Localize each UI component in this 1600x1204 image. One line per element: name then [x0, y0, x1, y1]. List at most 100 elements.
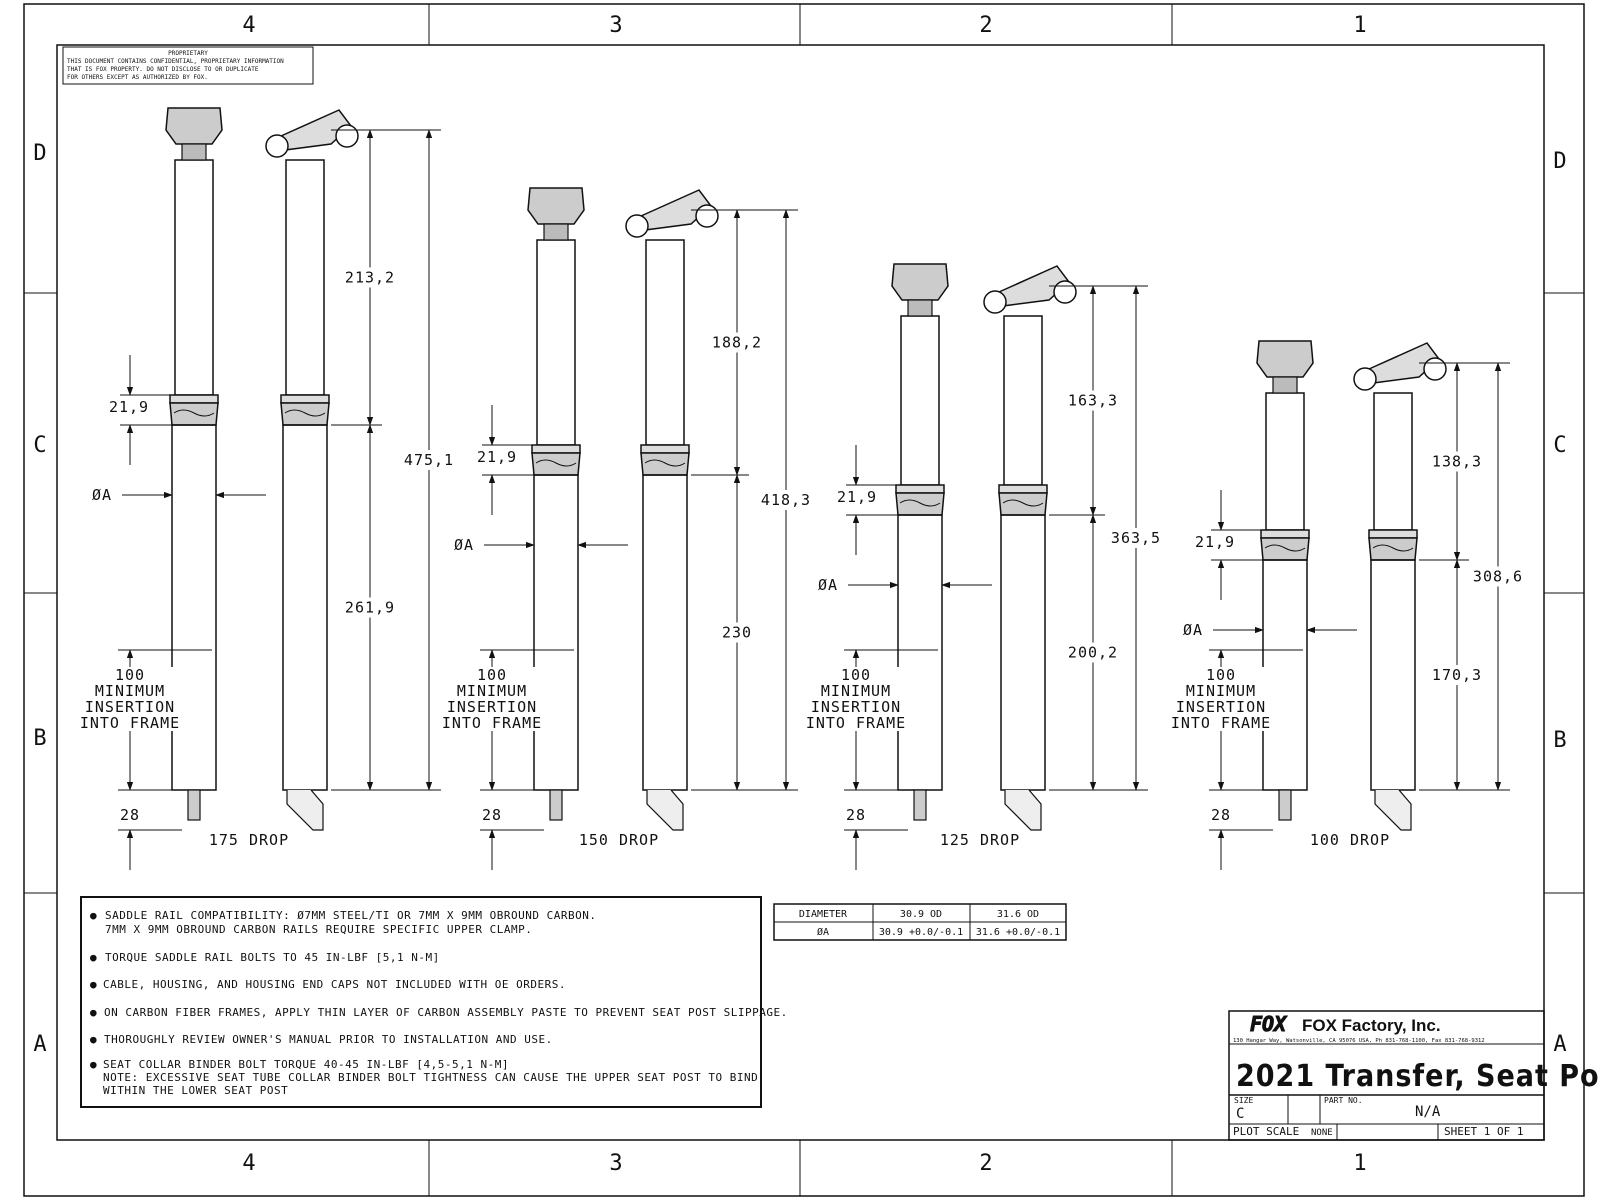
drop-label: 175 DROP: [209, 831, 289, 849]
note-bullet: ●: [90, 951, 97, 964]
dim-label-bg: [342, 597, 398, 618]
dimension-total: 363,5: [1111, 529, 1161, 547]
collar-ring: [895, 484, 945, 494]
collar-knurl: [644, 459, 686, 467]
insertion-label: 100: [115, 666, 145, 684]
insertion-label: MINIMUM: [1186, 682, 1256, 700]
sheet-number: SHEET 1 OF 1: [1444, 1125, 1523, 1138]
zone-col-top: 1: [1353, 13, 1366, 38]
note-line: CABLE, HOUSING, AND HOUSING END CAPS NOT…: [103, 978, 566, 991]
part-number-value: N/A: [1415, 1104, 1441, 1120]
dim-label-bg: [758, 490, 814, 510]
zone-row-right: A: [1553, 1032, 1566, 1057]
dim-label-bg: [1171, 667, 1271, 683]
dimension-bottom: 28: [482, 806, 502, 824]
dim-label-bg: [1171, 715, 1271, 731]
clamp-bolt: [1272, 376, 1298, 394]
insertion-label: 100: [841, 666, 871, 684]
cable-guide: [1374, 789, 1412, 831]
zone-col-top: 4: [242, 13, 255, 38]
note-line: ON CARBON FIBER FRAMES, APPLY THIN LAYER…: [104, 1006, 788, 1019]
lower-tube: [282, 424, 328, 791]
insertion-label: INTO FRAME: [1171, 714, 1271, 732]
table-cell: 31.6 +0.0/-0.1: [976, 927, 1060, 938]
dim-label-bg: [1108, 528, 1164, 548]
note-line: SEAT COLLAR BINDER BOLT TORQUE 40-45 IN-…: [103, 1058, 509, 1071]
seat-collar: [169, 402, 219, 426]
saddle-clamp-head: [527, 187, 585, 225]
seat-collar: [280, 402, 330, 426]
inner-border: [56, 44, 1545, 1141]
dim-label-bg: [80, 699, 180, 715]
dim-label-bg: [442, 667, 542, 683]
clamp-bolt: [543, 223, 569, 241]
dim-label-bg: [1171, 699, 1271, 715]
insertion-label: 100: [477, 666, 507, 684]
insertion-label: INSERTION: [447, 698, 537, 716]
clamp-bolt: [907, 299, 933, 317]
zone-col-bottom: 4: [242, 1151, 255, 1176]
note-line: WITHIN THE LOWER SEAT POST: [103, 1084, 288, 1097]
rail-clamp-bolt-icon: [625, 214, 649, 238]
insertion-label: INTO FRAME: [442, 714, 542, 732]
seatpost-views: 213,2261,9475,121,9ØA100MINIMUMINSERTION…: [80, 107, 1526, 870]
dim-label-bg: [401, 450, 457, 470]
rail-clamp-bolt-icon: [265, 134, 289, 158]
collar-knurl: [284, 409, 326, 417]
dim-label-bg: [806, 683, 906, 699]
drop-label: 150 DROP: [579, 831, 659, 849]
proprietary-line: THAT IS FOX PROPERTY. DO NOT DISCLOSE TO…: [67, 66, 259, 73]
zone-ticks: [24, 4, 1584, 1196]
dimension-collar: 21,9: [109, 398, 149, 416]
dimension-collar: 21,9: [1195, 533, 1235, 551]
dimension-collar: 21,9: [477, 448, 517, 466]
collar-ring: [1368, 529, 1418, 539]
dimension-bottom: 28: [846, 806, 866, 824]
upper-stanchion: [645, 239, 685, 446]
dim-label-bg: [442, 683, 542, 699]
note-line: TORQUE SADDLE RAIL BOLTS TO 45 IN-LBF [5…: [105, 951, 440, 964]
lower-tube: [171, 424, 217, 791]
dimension-upper: 163,3: [1068, 392, 1118, 410]
seat-collar: [531, 452, 581, 476]
cable-actuator: [549, 789, 563, 821]
rail-clamp-bolt-icon: [1353, 367, 1377, 391]
drop-label: 100 DROP: [1310, 831, 1390, 849]
zone-row-right: D: [1553, 149, 1566, 174]
dimension-lower: 200,2: [1068, 644, 1118, 662]
proprietary-line: THIS DOCUMENT CONTAINS CONFIDENTIAL, PRO…: [67, 58, 284, 65]
rail-clamp-bolt-icon: [1053, 280, 1077, 304]
company-address: 130 Hangar Way, Watsonville, CA 95076 US…: [1233, 1038, 1485, 1044]
diameter-label: ØA: [1183, 621, 1203, 639]
cable-actuator: [187, 789, 201, 821]
collar-knurl: [173, 409, 215, 417]
zone-row-right: C: [1553, 433, 1566, 458]
collar-knurl: [1002, 499, 1044, 507]
rail-clamp-bolt-icon: [983, 290, 1007, 314]
cable-actuator: [1278, 789, 1292, 821]
size-label: SIZE: [1234, 1096, 1253, 1105]
outer-border: [23, 3, 1585, 1197]
insertion-label: INTO FRAME: [806, 714, 906, 732]
insertion-label: MINIMUM: [457, 682, 527, 700]
lower-tube: [1000, 514, 1046, 791]
cable-guide: [286, 789, 324, 831]
rail-clamp-bolt-icon: [335, 124, 359, 148]
upper-stanchion: [285, 159, 325, 396]
zone-row-left: B: [33, 726, 46, 751]
zone-labels: 4 3 2 1 4 3 2 1 D C B A D C B A: [33, 13, 1566, 1176]
collar-knurl: [1264, 544, 1306, 552]
diameter-label: ØA: [454, 536, 474, 554]
insertion-label: MINIMUM: [821, 682, 891, 700]
seat-collar: [998, 492, 1048, 516]
upper-stanchion: [1265, 392, 1305, 531]
insertion-label: MINIMUM: [95, 682, 165, 700]
cable-guide: [1004, 789, 1042, 831]
part-number-label: PART NO.: [1324, 1096, 1363, 1105]
collar-knurl: [1372, 544, 1414, 552]
saddle-clamp-head: [1256, 340, 1314, 378]
upper-stanchion: [536, 239, 576, 446]
saddle-clamp-head: [891, 263, 949, 301]
seat-collar: [895, 492, 945, 516]
